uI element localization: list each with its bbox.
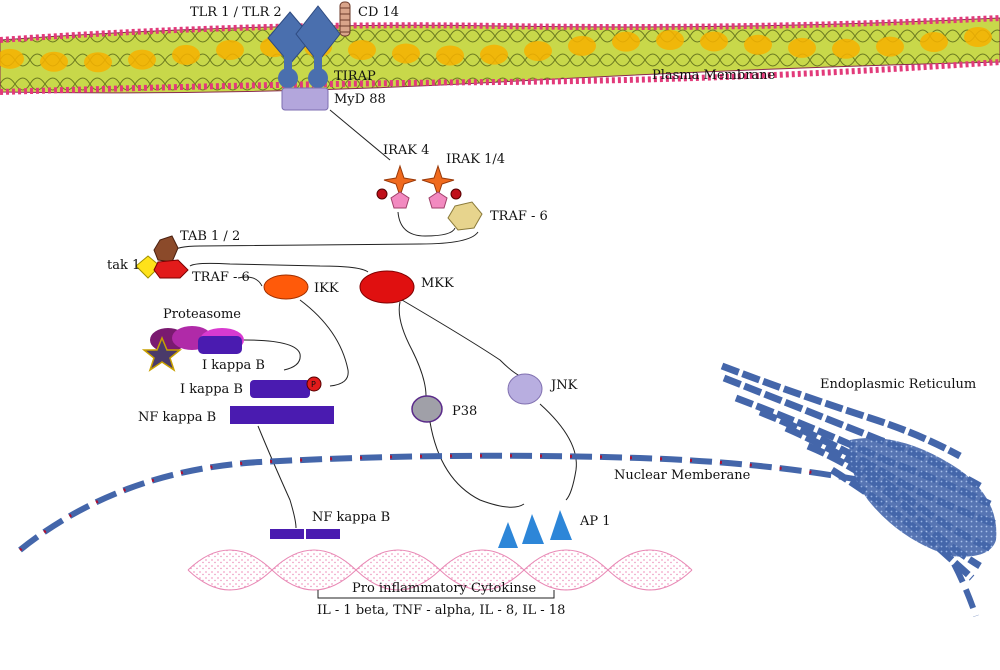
- label-ikappab-top: I kappa B: [202, 358, 265, 373]
- link-proteasome: [243, 339, 301, 371]
- link-p38-ap1: [429, 421, 525, 508]
- label-endoplasmic: Endoplasmic Reticulum: [820, 377, 977, 392]
- irak14-pentagon: [428, 191, 448, 209]
- label-nfkappab-cyto: NF kappa B: [138, 410, 217, 425]
- link-traf6-tak: [189, 262, 369, 273]
- label-tab12: TAB 1 / 2: [180, 229, 241, 244]
- label-traf6-left: TRAF - 6: [192, 270, 250, 285]
- label-cytokines: Pro inflammatory Cytokinse: [352, 581, 537, 596]
- link-traf-ikk: [237, 276, 263, 287]
- link-mkk-p38: [398, 301, 427, 397]
- label-nuclear-membrane: Nuclear Memberane: [614, 468, 751, 483]
- link-ikk-ikappab: [299, 299, 349, 387]
- dna-strand-b: [187, 549, 693, 591]
- er-blob: [849, 438, 997, 557]
- label-tirap: TIRAP: [334, 69, 376, 84]
- link-myd88-irak: [329, 109, 391, 161]
- myd88-box: [281, 87, 329, 111]
- nfkappab-bar: [230, 406, 334, 424]
- membrane-inner-dots: [0, 59, 1000, 95]
- label-mkk: MKK: [421, 276, 454, 291]
- label-cytokine-list: IL - 1 beta, TNF - alpha, IL - 8, IL - 1…: [317, 603, 566, 618]
- nfkappab-nuclear-right: [306, 529, 340, 539]
- cytokine-bracket: [317, 590, 555, 599]
- traf6-red-block: [153, 259, 189, 279]
- irak4-phospho: [376, 188, 388, 200]
- membrane-lipid-spots: [0, 27, 992, 73]
- irak4-pentagon: [390, 191, 410, 209]
- mkk-oval: [359, 270, 415, 304]
- label-plasma-membrane: Plasma Membrane: [652, 68, 776, 83]
- ap1-triangle-3: [550, 510, 572, 540]
- ikappab-bar: [250, 380, 310, 398]
- link-irak-traf6: [397, 211, 456, 237]
- plasma-membrane: [0, 15, 1000, 95]
- link-mkk-jnk: [401, 299, 521, 377]
- label-proteasome: Proteasome: [163, 307, 241, 322]
- tirap-left: [278, 68, 298, 88]
- cd14-coil: [339, 1, 351, 37]
- ikappab-degraded: [198, 336, 242, 354]
- label-tlr: TLR 1 / TLR 2: [190, 5, 282, 20]
- ikk-oval: [263, 274, 309, 300]
- link-jnk-ap1: [539, 403, 577, 501]
- ikappab-phospho-label: P: [311, 380, 316, 389]
- irak14-phospho: [450, 188, 462, 200]
- label-myd88: MyD 88: [334, 92, 386, 107]
- ap1-triangle-2: [522, 514, 544, 544]
- label-p38: P38: [452, 404, 478, 419]
- label-cd14: CD 14: [358, 5, 400, 20]
- dna-helix: [187, 549, 693, 591]
- traf6-hexagon: [447, 201, 483, 231]
- proteasome-star: [141, 336, 183, 372]
- label-ap1: AP 1: [580, 514, 611, 529]
- label-tak1: tak 1: [107, 258, 141, 273]
- tab12-block: [153, 235, 179, 263]
- jnk-oval: [507, 373, 543, 405]
- label-ikappab-mid: I kappa B: [180, 382, 243, 397]
- label-nfkappab-nuc: NF kappa B: [312, 510, 391, 525]
- irak-complex: [376, 164, 462, 209]
- label-jnk: JNK: [551, 378, 578, 393]
- p38-oval: [411, 395, 443, 423]
- link-nfkappab-nucleus: [257, 425, 297, 529]
- membrane-outer-dots: [0, 15, 1000, 43]
- tak1-diamond: [135, 255, 161, 279]
- tirap-right: [308, 68, 328, 88]
- ap1-triangle-1: [498, 522, 518, 548]
- ikappab-phospho: [306, 376, 322, 392]
- tlr-receptor: [267, 5, 341, 88]
- proteasome: [141, 326, 244, 372]
- label-ikk: IKK: [314, 281, 339, 296]
- endoplasmic-reticulum: [720, 362, 998, 581]
- label-irak14: IRAK 1/4: [446, 152, 506, 167]
- label-traf6-top: TRAF - 6: [490, 209, 548, 224]
- label-irak4: IRAK 4: [383, 143, 430, 158]
- nfkappab-nuclear-left: [270, 529, 304, 539]
